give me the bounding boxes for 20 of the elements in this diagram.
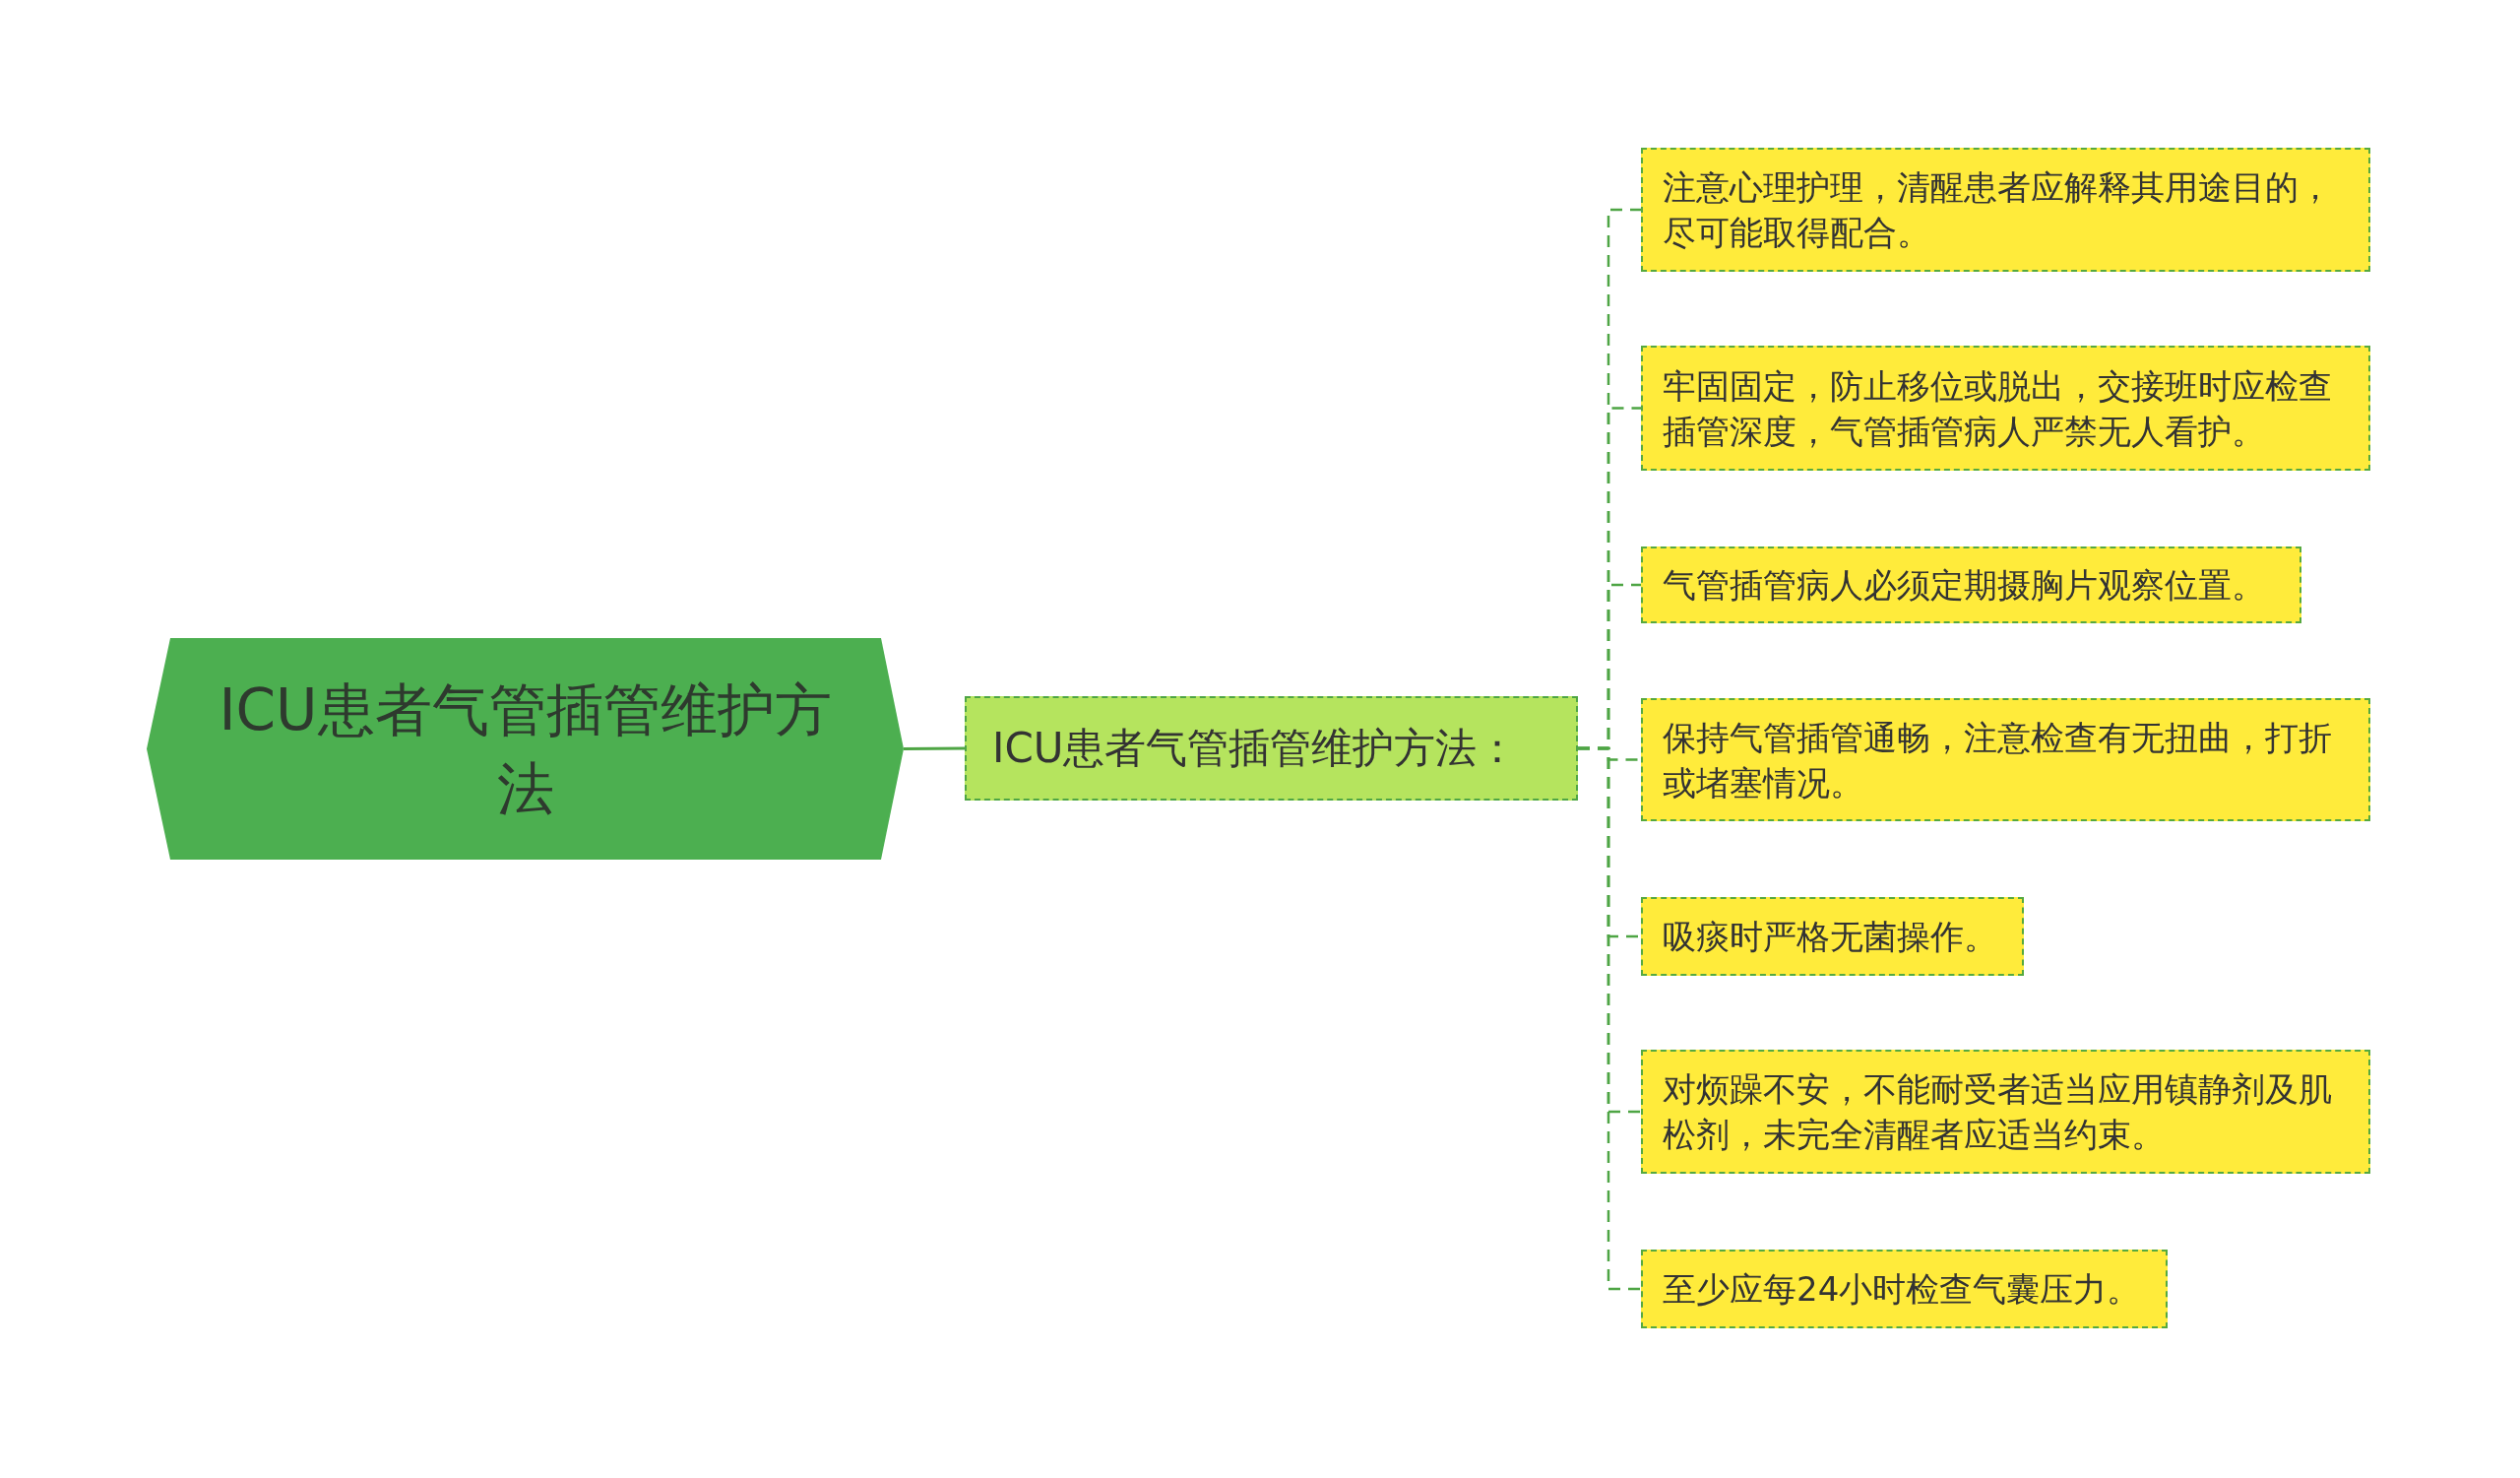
topic-hexagon [147,638,904,860]
detail-box [1641,148,2370,272]
connector-line [904,746,965,750]
node-text: 气管插管病人必须定期摄胸片观察位置。 [1663,564,2265,607]
detail-box [1641,698,2370,821]
node-text: 对烦躁不安，不能耐受者适当应用镇静剂及肌松剂，未完全清醒者应适当约束。 [1663,1068,2333,1156]
node-text: ICU患者气管插管维护方法： [992,723,1519,774]
node-text: 牢固固定，防止移位或脱出，交接班时应检查插管深度，气管插管病人严禁无人看护。 [1663,364,2333,453]
detail-box [1641,1250,2168,1328]
node-text: 至少应每24小时检查气囊压力。 [1663,1268,2141,1311]
node-text: ICU患者气管插管维护方法 [218,675,833,824]
detail-box [1641,546,2301,623]
subtopic-box [965,696,1578,801]
connector-line [1578,746,1641,1291]
detail-box [1641,346,2370,471]
detail-box [1641,897,2024,976]
node-text: 注意心理护理，清醒患者应解释其用途目的，尽可能取得配合。 [1663,166,2333,254]
node-text: 保持气管插管通畅，注意检查有无扭曲，打折或堵塞情况。 [1663,716,2333,804]
detail-box [1641,1050,2370,1174]
node-text: 吸痰时严格无菌操作。 [1663,916,1997,958]
